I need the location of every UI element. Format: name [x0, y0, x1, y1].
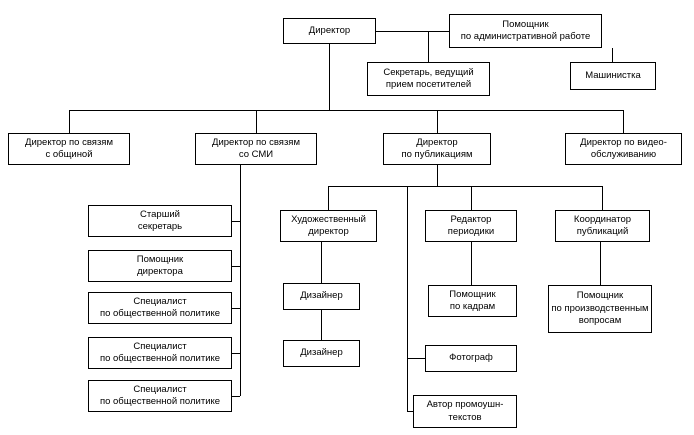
node-secretary: Секретарь, ведущий прием посетителей	[367, 62, 490, 96]
connector-line	[69, 110, 70, 133]
node-director: Директор	[283, 18, 376, 44]
connector-line	[328, 186, 329, 210]
node-policy-specialist-1: Специалист по общественной политике	[88, 292, 232, 324]
node-designer-2: Дизайнер	[283, 340, 360, 367]
connector-line	[471, 186, 472, 210]
node-senior-secretary: Старший секретарь	[88, 205, 232, 237]
connector-line	[612, 48, 613, 62]
node-pub-coordinator: Координатор публикаций	[555, 210, 650, 242]
node-art-director: Художественный директор	[280, 210, 377, 242]
connector-line	[232, 221, 240, 222]
connector-line	[328, 186, 602, 187]
connector-line	[69, 110, 623, 111]
connector-line	[407, 411, 413, 412]
node-designer-1: Дизайнер	[283, 283, 360, 310]
node-policy-specialist-3: Специалист по общественной политике	[88, 380, 232, 412]
connector-line	[471, 242, 472, 285]
node-admin-assistant: Помощник по административной работе	[449, 14, 602, 48]
node-production-assistant: Помощник по производственным вопросам	[548, 285, 652, 333]
connector-line	[329, 44, 330, 110]
connector-line	[232, 353, 240, 354]
node-dir-community: Директор по связям с общиной	[8, 133, 130, 165]
connector-line	[240, 165, 241, 396]
node-hr-assistant: Помощник по кадрам	[428, 285, 517, 317]
connector-line	[321, 310, 322, 340]
connector-line	[428, 31, 429, 62]
node-typist: Машинистка	[570, 62, 656, 90]
node-dir-media: Директор по связям со СМИ	[195, 133, 317, 165]
connector-line	[437, 165, 438, 186]
connector-line	[321, 242, 322, 283]
connector-line	[232, 308, 240, 309]
connector-line	[407, 358, 425, 359]
node-photographer: Фотограф	[425, 345, 517, 372]
node-director-assistant: Помощник директора	[88, 250, 232, 282]
connector-line	[600, 242, 601, 285]
connector-line	[232, 266, 240, 267]
connector-line	[407, 186, 408, 412]
connector-line	[376, 31, 449, 32]
node-promo-author: Автор промоушн- текстов	[413, 395, 517, 428]
node-dir-publications: Директор по публикациям	[383, 133, 491, 165]
node-periodicals-editor: Редактор периодики	[425, 210, 517, 242]
connector-line	[623, 110, 624, 133]
node-dir-video: Директор по видео- обслуживанию	[565, 133, 682, 165]
connector-line	[232, 396, 240, 397]
connector-line	[437, 110, 438, 133]
connector-line	[256, 110, 257, 133]
connector-line	[602, 186, 603, 210]
node-policy-specialist-2: Специалист по общественной политике	[88, 337, 232, 369]
